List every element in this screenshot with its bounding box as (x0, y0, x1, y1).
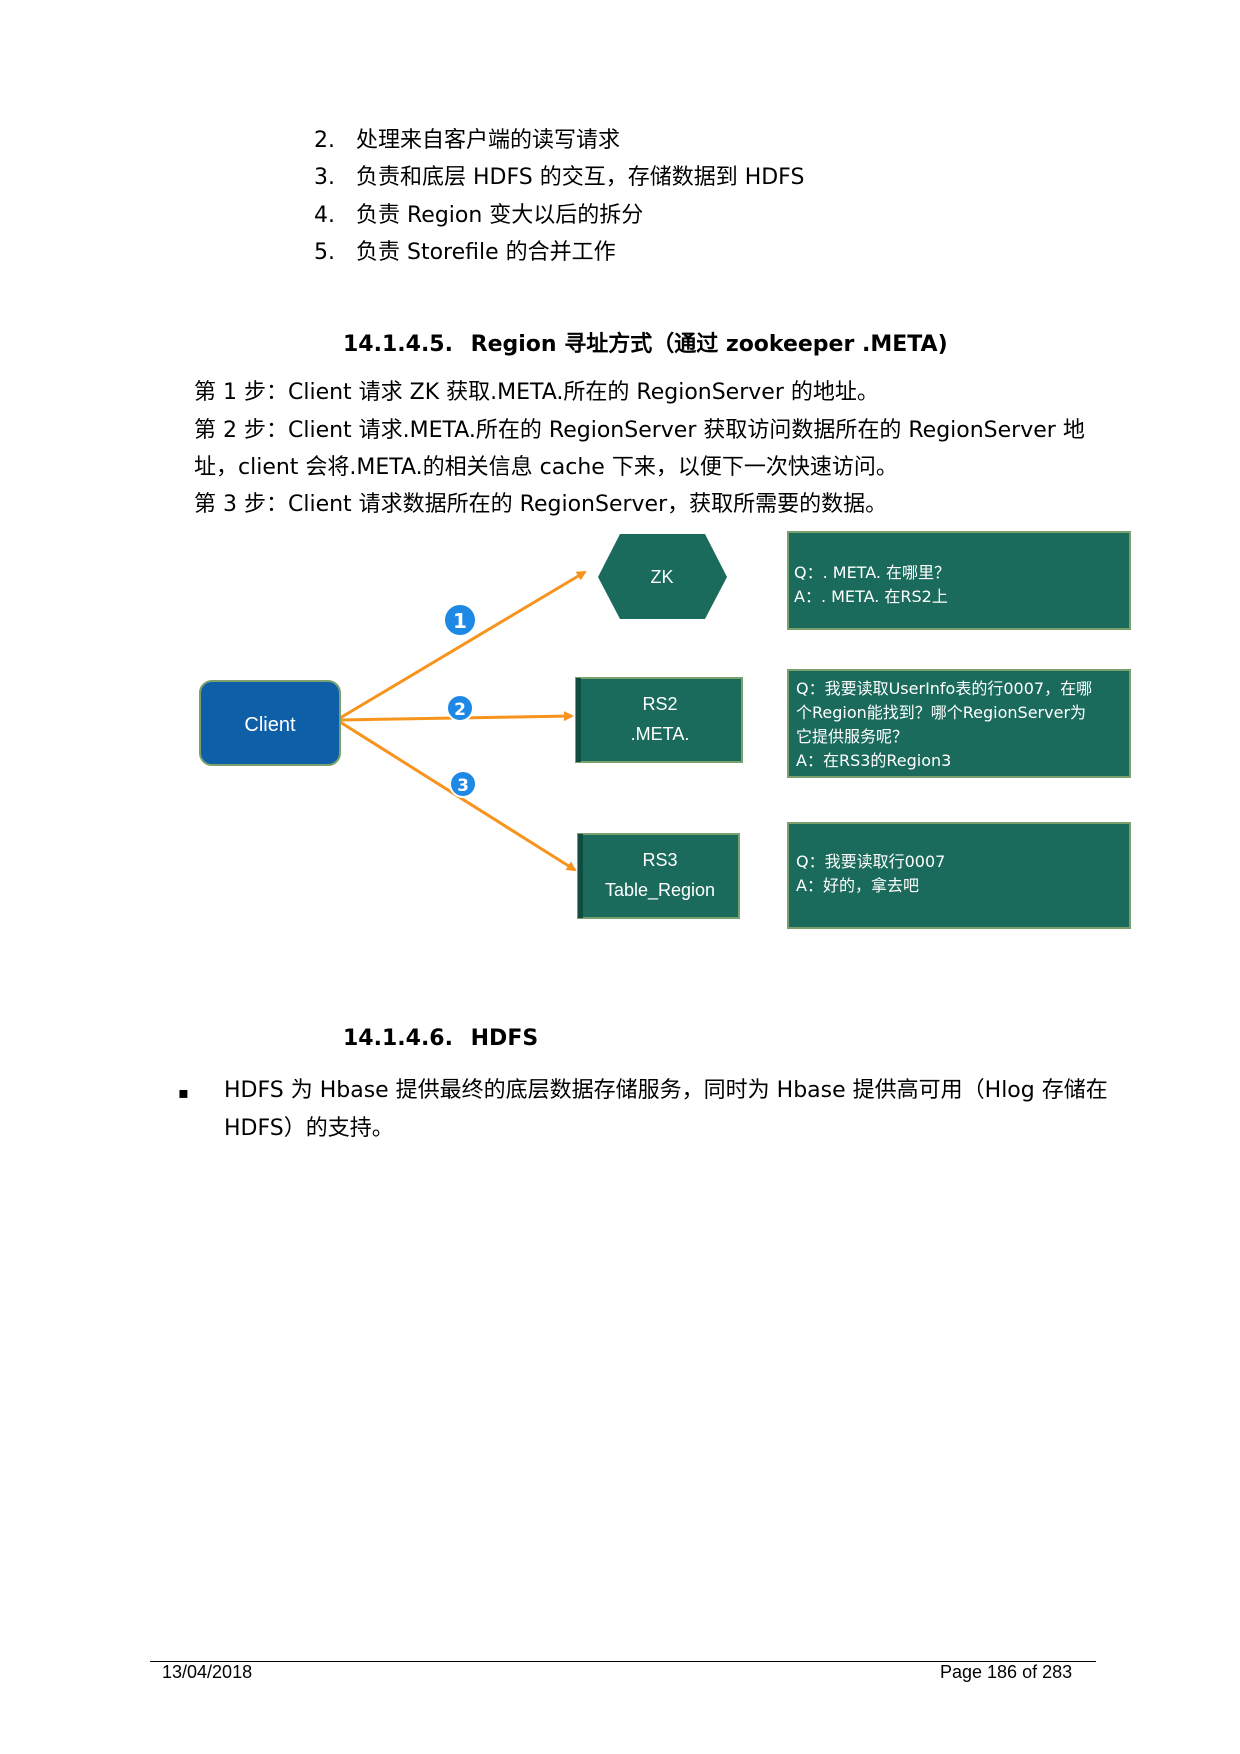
section-title: Region 寻址方式（通过 zookeeper .META) (470, 332, 948, 357)
footer-page: Page 186 of 283 (940, 1662, 1073, 1682)
qa-box-zk (787, 531, 1131, 630)
list-item: 负责和底层 HDFS 的交互，存储数据到 HDFS (356, 165, 805, 190)
step-badge-1: 1 (443, 603, 477, 637)
section-number: 14.1.4.5. (343, 332, 453, 357)
qa-line: A：在RS3的Region3 (796, 751, 951, 770)
qa-line: A：好的，拿去吧 (796, 876, 919, 895)
rs3-sublabel: Table_Region (605, 880, 715, 901)
list-number: 5. (314, 240, 335, 265)
list-item: 负责 Storefile 的合并工作 (356, 240, 616, 265)
list-number: 4. (314, 203, 335, 228)
footer-date: 13/04/2018 (162, 1662, 253, 1682)
qa-line: Q：我要读取UserInfo表的行0007，在哪 (796, 679, 1092, 698)
qa-line: 个Region能找到？哪个RegionServer为 (796, 703, 1086, 722)
qa-box-rs2 (787, 669, 1131, 778)
footer-divider (150, 1661, 1096, 1662)
section-title: HDFS (470, 1026, 539, 1051)
step-line: 址，client 会将.META.的相关信息 cache 下来，以便下一次快速访… (194, 455, 898, 480)
arrow-client-zk (330, 570, 587, 727)
rs3-label: RS3 (642, 850, 677, 870)
list-item: 处理来自客户端的读写请求 (356, 128, 621, 153)
list-number: 2. (314, 128, 335, 153)
bullet-marker: ▪ (178, 1083, 189, 1102)
zk-label: ZK (650, 567, 673, 587)
qa-box-rs3 (787, 822, 1131, 929)
bullet-text-line: HDFS）的支持。 (224, 1116, 394, 1141)
qa-line: 它提供服务呢？ (796, 727, 908, 746)
rs2-node (575, 677, 743, 763)
client-label: Client (244, 714, 296, 736)
zk-node (598, 534, 727, 619)
qa-line: Q：我要读取行0007 (796, 852, 945, 871)
client-node (199, 680, 341, 766)
section-heading: 14.1.4.5. Region 寻址方式（通过 zookeeper .META… (343, 326, 948, 358)
step-badge-2: 2 (446, 694, 474, 722)
svg-text:2: 2 (454, 700, 466, 720)
qa-line: Q：. META. 在哪里？ (794, 563, 950, 582)
svg-text:3: 3 (457, 776, 469, 796)
rs2-sublabel: .META. (631, 724, 690, 744)
step-line: 第 1 步：Client 请求 ZK 获取.META.所在的 RegionSer… (194, 380, 879, 405)
list-number: 3. (314, 165, 335, 190)
rs3-node (577, 833, 740, 919)
list-item: 负责 Region 变大以后的拆分 (356, 203, 644, 228)
bullet-text-line: HDFS 为 Hbase 提供最终的底层数据存储服务，同时为 Hbase 提供高… (224, 1078, 1108, 1103)
rs2-label: RS2 (642, 694, 677, 714)
svg-text:1: 1 (453, 609, 467, 633)
step-line: 第 2 步：Client 请求.META.所在的 RegionServer 获取… (194, 418, 1085, 443)
section-number: 14.1.4.6. (343, 1026, 453, 1051)
qa-line: A：. META. 在RS2上 (794, 587, 948, 606)
region-lookup-diagram: Client ZK RS2 .META. RS3 Table_Region 1 … (199, 531, 1131, 929)
step-line: 第 3 步：Client 请求数据所在的 RegionServer，获取所需要的… (194, 492, 888, 517)
section-heading: 14.1.4.6. HDFS (343, 1026, 538, 1051)
step-badge-3: 3 (449, 770, 477, 798)
